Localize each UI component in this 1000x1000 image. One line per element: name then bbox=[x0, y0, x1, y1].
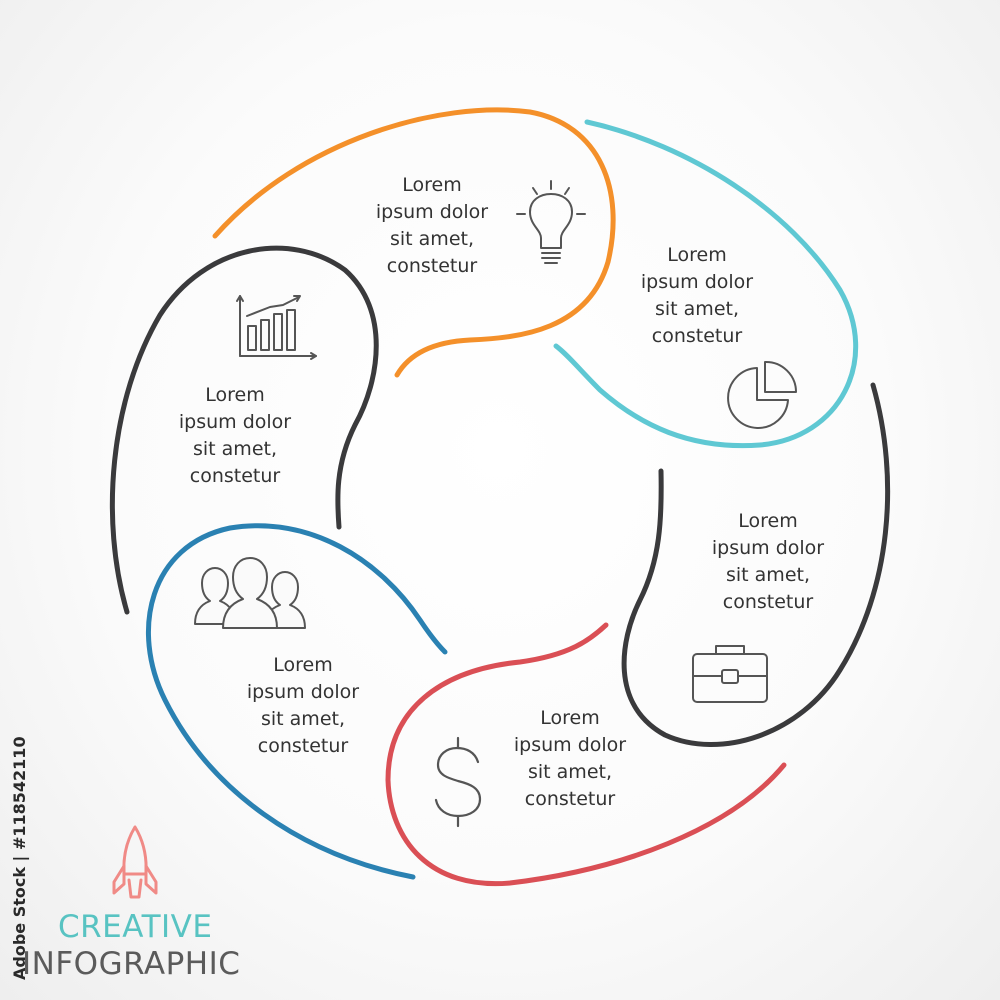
segment-arc-blue bbox=[145, 523, 448, 880]
stock-id: Adobe Stock | #118542110 bbox=[10, 736, 34, 980]
pie-chart-icon bbox=[727, 360, 797, 429]
segment-arc-teal bbox=[553, 119, 859, 449]
segment-arc-dark-right bbox=[621, 382, 891, 748]
brand-title-infographic: INFOGRAPHIC bbox=[22, 946, 241, 982]
segment-arc-dark-left bbox=[109, 245, 379, 615]
segment-arc-red bbox=[385, 622, 787, 887]
stock-id-text: Adobe Stock | #118542110 bbox=[10, 736, 29, 980]
segment-arc-orange bbox=[212, 107, 616, 378]
people-icon bbox=[194, 557, 306, 629]
brand-title-creative: CREATIVE bbox=[58, 909, 213, 945]
dollar-icon bbox=[434, 736, 482, 828]
rocket-icon bbox=[112, 825, 158, 899]
lightbulb-icon bbox=[516, 180, 586, 264]
bar-chart-icon bbox=[236, 295, 317, 360]
briefcase-icon bbox=[692, 645, 768, 703]
